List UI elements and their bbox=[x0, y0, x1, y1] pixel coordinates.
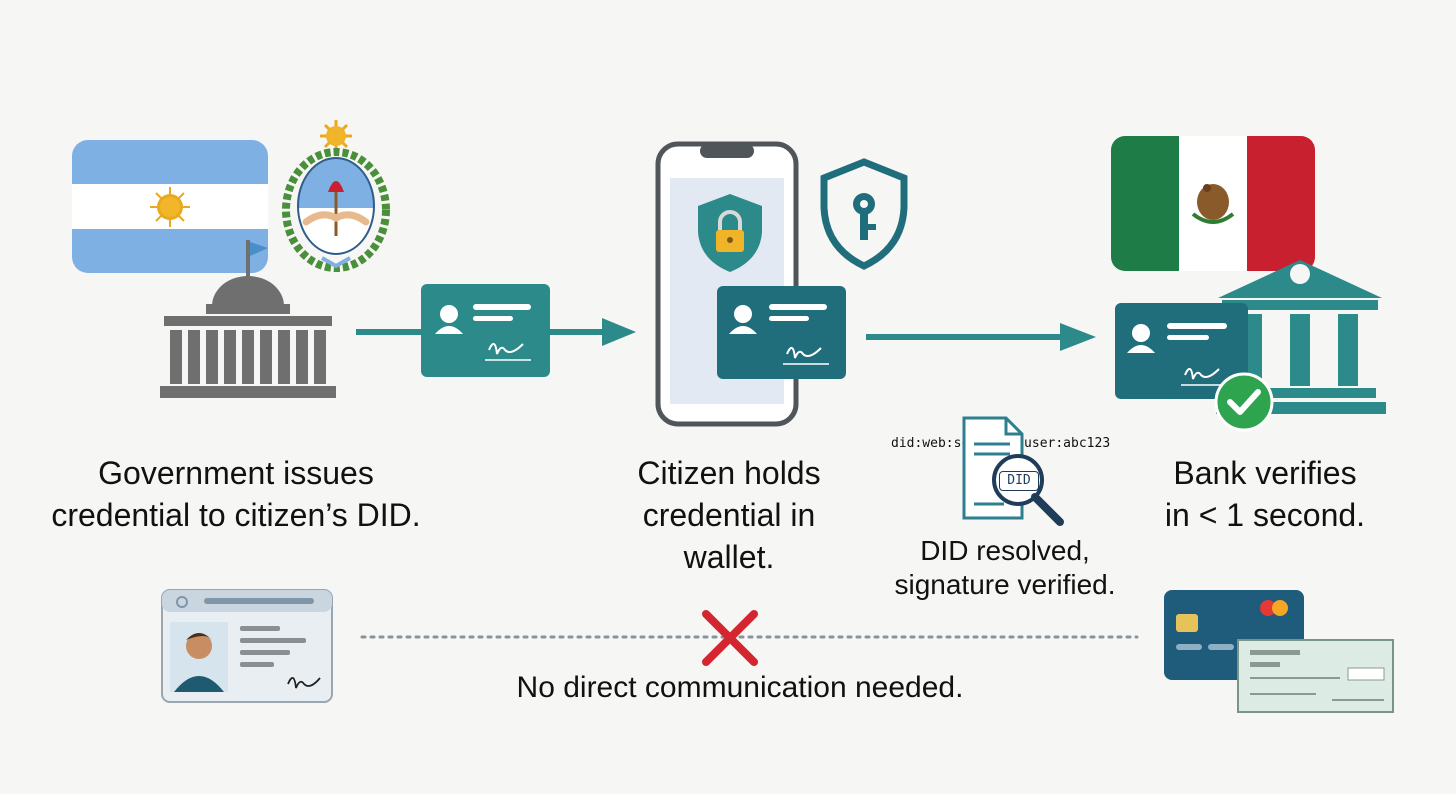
government-building-icon bbox=[160, 240, 336, 398]
checkmark-icon bbox=[1214, 372, 1274, 432]
id-card-icon bbox=[161, 589, 333, 703]
mexico-flag-icon bbox=[1111, 136, 1315, 271]
bank-caption-line-1: Bank verifies bbox=[1173, 455, 1357, 491]
government-caption: Government issues credential to citizen’… bbox=[30, 452, 442, 536]
did-doc-label: DID bbox=[999, 471, 1039, 491]
citizen-caption-line-3: wallet. bbox=[683, 539, 775, 575]
shield-key-icon bbox=[820, 158, 908, 270]
credential-card-icon-wallet bbox=[717, 286, 846, 379]
shield-lock-icon bbox=[698, 194, 762, 272]
cheque-icon bbox=[1237, 639, 1394, 713]
cross-icon bbox=[702, 610, 758, 666]
credential-card-icon-bank bbox=[1115, 303, 1248, 399]
bank-caption-line-2: in < 1 second. bbox=[1164, 497, 1366, 533]
citizen-caption-line-2: credential in bbox=[642, 497, 816, 533]
government-caption-line-2: credential to citizen’s DID. bbox=[51, 497, 421, 533]
bank-caption: Bank verifies in < 1 second. bbox=[1130, 452, 1400, 536]
credential-card-icon bbox=[421, 284, 550, 377]
government-caption-line-1: Government issues bbox=[98, 455, 374, 491]
no-direct-communication-note: No direct communication needed. bbox=[516, 671, 964, 704]
resolver-caption-line-1: DID resolved, bbox=[920, 535, 1090, 566]
citizen-caption: Citizen holds credential in wallet. bbox=[586, 452, 872, 578]
resolver-caption-line-2: signature verified. bbox=[894, 569, 1116, 600]
resolver-caption: DID resolved, signature verified. bbox=[870, 534, 1140, 602]
magnifier-icon bbox=[992, 454, 1064, 526]
arrow-present bbox=[866, 323, 1096, 351]
dotted-connector bbox=[360, 635, 1139, 639]
smartphone-icon bbox=[655, 141, 799, 427]
argentina-coat-of-arms-icon bbox=[282, 120, 390, 272]
citizen-caption-line-1: Citizen holds bbox=[637, 455, 821, 491]
argentina-flag-icon bbox=[72, 140, 268, 273]
